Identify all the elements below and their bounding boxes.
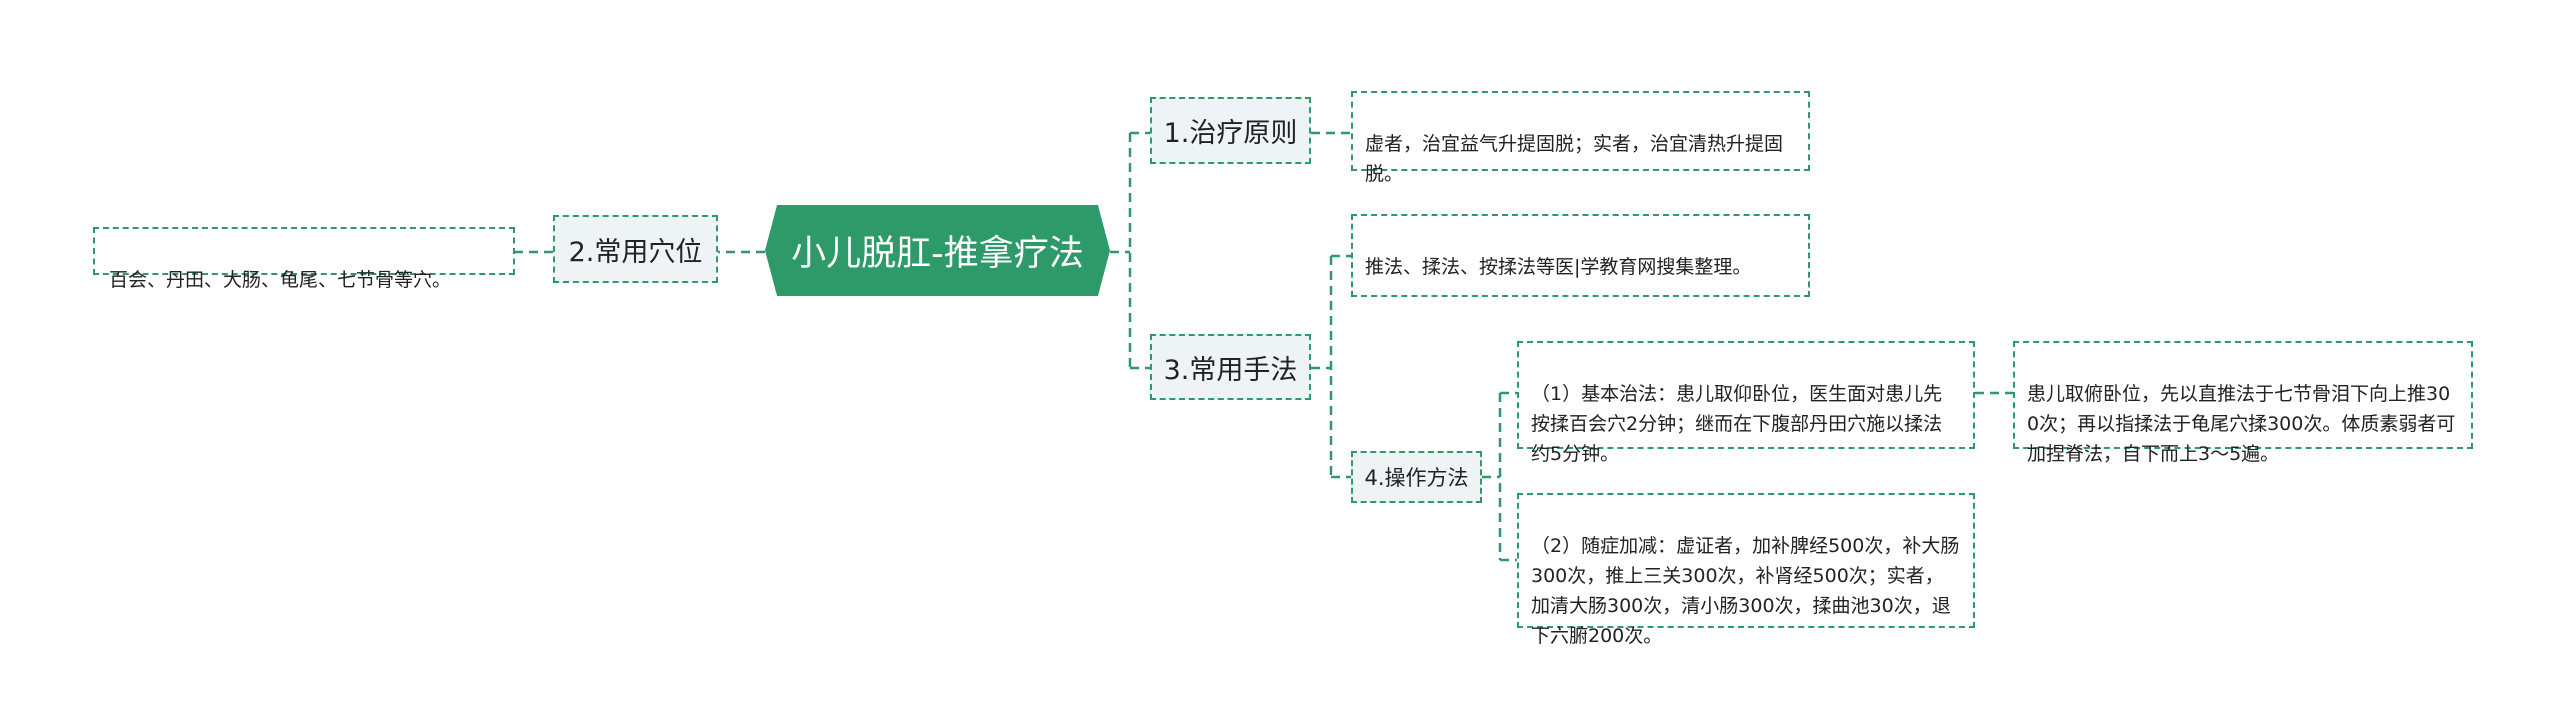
branch-methods[interactable]: 3.常用手法 xyxy=(1150,334,1311,400)
acupoints-text: 百会、丹田、大肠、龟尾、七节骨等穴。 xyxy=(109,269,452,291)
operation-basic-box[interactable]: （1）基本治法：患儿取仰卧位，医生面对患儿先按揉百会穴2分钟；继而在下腹部丹田穴… xyxy=(1517,341,1975,465)
operation-basic-detail-text: 患儿取俯卧位，先以直推法于七节骨泪下向上推300次；再以指揉法于龟尾穴揉300次… xyxy=(2027,383,2456,465)
branch-acupoints[interactable]: 2.常用穴位 xyxy=(553,215,718,283)
principle-text: 虚者，治宜益气升提固脱；实者，治宜清热升提固脱。 xyxy=(1365,133,1784,185)
acupoints-text-box[interactable]: 百会、丹田、大肠、龟尾、七节骨等穴。 xyxy=(93,227,515,291)
branch-operation[interactable]: 4.操作方法 xyxy=(1351,451,1482,503)
branch-principle[interactable]: 1.治疗原则 xyxy=(1150,97,1311,164)
branch-principle-label: 1.治疗原则 xyxy=(1163,118,1298,149)
operation-adjust-text: （2）随症加减：虚证者，加补脾经500次，补大肠300次，推上三关300次，补肾… xyxy=(1531,535,1960,647)
methods-text-box[interactable]: 推法、揉法、按揉法等医|学教育网搜集整理。 xyxy=(1351,214,1810,297)
root-topic-label: 小儿脱肛-推拿疗法 xyxy=(791,234,1084,274)
operation-adjust-box[interactable]: （2）随症加减：虚证者，加补脾经500次，补大肠300次，推上三关300次，补肾… xyxy=(1517,493,1975,647)
methods-text: 推法、揉法、按揉法等医|学教育网搜集整理。 xyxy=(1365,256,1752,278)
operation-basic-detail-box[interactable]: 患儿取俯卧位，先以直推法于七节骨泪下向上推300次；再以指揉法于龟尾穴揉300次… xyxy=(2013,341,2473,465)
principle-text-box[interactable]: 虚者，治宜益气升提固脱；实者，治宜清热升提固脱。 xyxy=(1351,91,1810,185)
branch-methods-label: 3.常用手法 xyxy=(1163,354,1298,386)
root-topic[interactable]: 小儿脱肛-推拿疗法 xyxy=(765,205,1110,296)
branch-operation-label: 4.操作方法 xyxy=(1364,466,1469,490)
operation-basic-text: （1）基本治法：患儿取仰卧位，医生面对患儿先按揉百会穴2分钟；继而在下腹部丹田穴… xyxy=(1531,383,1943,465)
branch-acupoints-label: 2.常用穴位 xyxy=(568,236,703,268)
